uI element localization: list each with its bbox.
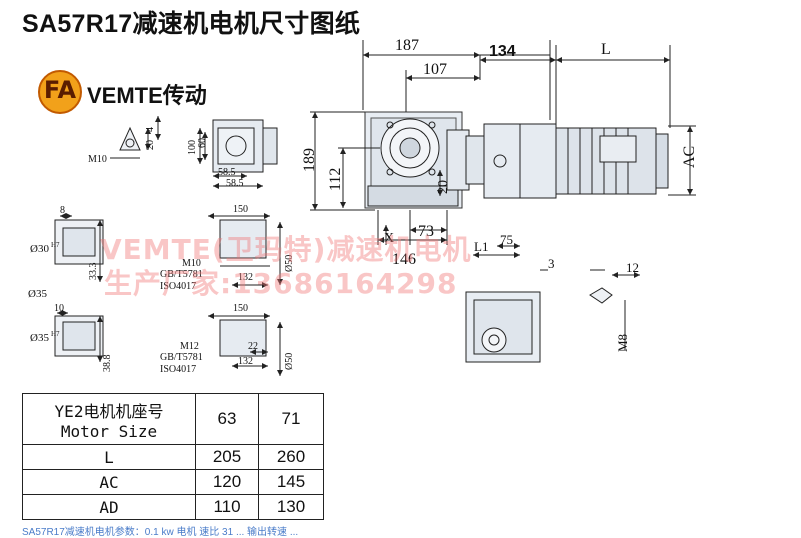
dim-132b: 132 [238, 356, 253, 367]
dim-gb1: GB/T5781 [160, 269, 203, 280]
brand-logo-mark: FA [43, 76, 77, 104]
table-row: L 205 260 [22, 444, 324, 470]
watermark-line-1: VEMTE(卫玛特)减速机电机 [100, 233, 472, 266]
table-cell: 110 [195, 494, 259, 520]
dim-M10b: M10 [182, 258, 201, 269]
table-cell: 130 [258, 494, 324, 520]
dim-22: 22 [248, 341, 258, 352]
table-col-71: 71 [258, 393, 324, 445]
table-cell: 205 [195, 444, 259, 470]
dim-L1: L1 [474, 239, 488, 254]
dim-35h: Ø35 [30, 332, 49, 344]
dim-189: 189 [301, 148, 318, 172]
hollow-shaft-left-1 [54, 213, 104, 282]
table-cell: 145 [258, 469, 324, 495]
table-row: AD 110 130 [22, 494, 324, 520]
dim-30-tol: H7 [51, 241, 60, 249]
table-cell: 260 [258, 444, 324, 470]
flange-detail-top [197, 119, 278, 189]
dim-134: 134 [489, 43, 516, 60]
dim-10: 10 [54, 303, 64, 314]
table-header-label: YE2电机机座号 Motor Size [22, 393, 196, 445]
motor-size-table: YE2电机机座号 Motor Size 63 71 L 205 260 AC 1… [22, 393, 324, 520]
page-title: SA57R17减速机电机尺寸图纸 [22, 10, 361, 38]
shaft-detail-1 [208, 213, 283, 288]
dim-100: 100 [187, 140, 198, 155]
dimension-labels: 187 134 L 107 AC 189 112 20 73 146 X L1 … [301, 37, 698, 352]
brand-logo-icon: FA [38, 70, 82, 114]
table-header-line-2: Motor Size [60, 421, 158, 441]
dim-12: 12 [626, 260, 639, 275]
dim-187: 187 [395, 37, 419, 54]
dim-4: 4 [145, 127, 156, 132]
shaft-detail-2 [208, 313, 283, 376]
table-cell: 120 [195, 469, 259, 495]
dim-20: 20 [436, 180, 451, 194]
dim-33-3: 33.3 [88, 263, 99, 281]
shaft-key-detail [110, 116, 161, 159]
dim-M10: M10 [88, 154, 107, 165]
dim-AC: AC [681, 146, 698, 168]
table-col-63: 63 [195, 393, 259, 445]
table-header-row: YE2电机机座号 Motor Size 63 71 [22, 393, 324, 445]
dim-58-5a: 58.5 [218, 167, 236, 178]
dim-iso2: ISO4017 [160, 364, 196, 375]
dim-50a: Ø50 [284, 255, 295, 272]
dim-X: X [384, 231, 394, 246]
dim-58-5b: 58.5 [226, 178, 244, 189]
table-row-label: AC [22, 469, 196, 495]
dim-20b: 20 [145, 140, 156, 150]
dim-30: Ø30 [30, 243, 49, 255]
watermark-line-2: 生产厂家:13686164298 [104, 267, 458, 300]
gearbox-main-view [310, 40, 696, 245]
table-row: AC 120 145 [22, 469, 324, 495]
dim-M8: M8 [615, 334, 630, 352]
dim-gb2: GB/T5781 [160, 352, 203, 363]
dim-35: Ø35 [28, 288, 47, 300]
brand-name: VEMTE传动 [87, 83, 207, 108]
hollow-shaft-left-2 [54, 310, 104, 362]
dim-150b: 150 [233, 303, 248, 314]
dim-M12: M12 [180, 341, 199, 352]
dim-L: L [601, 41, 611, 58]
table-row-label: AD [22, 494, 196, 520]
dim-8: 8 [60, 205, 65, 216]
dim-38-8: 38.8 [102, 355, 113, 373]
output-shaft-detail [589, 269, 640, 350]
dim-75: 75 [500, 232, 513, 247]
dim-35h-tol: H7 [51, 330, 60, 338]
dim-3: 3 [548, 256, 555, 271]
gearbox-front-view [465, 243, 548, 363]
dim-112: 112 [327, 168, 344, 191]
dim-150a: 150 [233, 204, 248, 215]
detail-labels: 4 20 M10 100 60 58.5 58.5 150 8 Ø30 H7 M… [28, 127, 295, 375]
dim-132a: 132 [238, 272, 253, 283]
footer-text: SA57R17减速机电机参数：0.1 kw 电机 速比 31 ... 输出转速 … [22, 527, 299, 538]
dim-50b: Ø50 [284, 353, 295, 370]
dim-60: 60 [197, 138, 208, 148]
dim-73: 73 [418, 223, 434, 240]
dim-107: 107 [423, 61, 447, 78]
dim-iso1: ISO4017 [160, 281, 196, 292]
dim-146: 146 [392, 251, 416, 268]
table-row-label: L [22, 444, 196, 470]
table-header-line-1: YE2电机机座号 [54, 401, 164, 421]
